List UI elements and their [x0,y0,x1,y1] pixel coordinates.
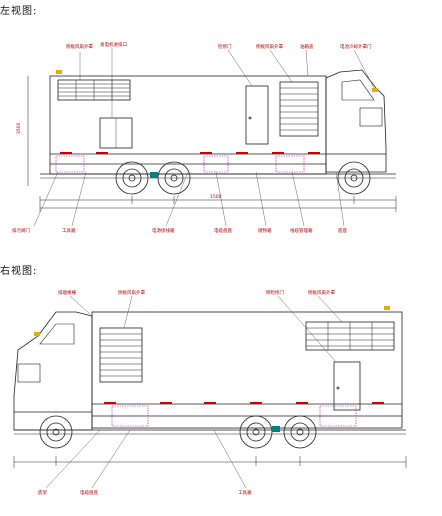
callout-l0: 侧板风扇外罩 [66,43,93,50]
callout-l5: 电池冷却外罩门 [340,43,372,50]
callout-l8: 电源接线箱 [152,227,175,234]
callout-l10: 储物箱 [258,227,272,234]
callout-l2: 检修门 [218,43,232,50]
callout-l3: 侧板风扇外罩 [256,43,283,50]
callout-l6: 排污阀门 [12,227,30,234]
callout-l1: 发电机进排口 [100,41,127,48]
teal-valve-right [272,426,280,432]
amber-light-cab-right [34,332,40,336]
dim-length: 1500 [210,194,222,200]
callout-r6: 工具箱 [238,489,252,496]
louver-panel-front [99,327,143,383]
front-wheel [337,161,371,195]
right-view-drawing: 排烟格栅 侧板风扇外罩 侧检修门 侧板风扇外罩 底架 电缆盘座 工具箱 [13,289,407,496]
amber-light-left [56,70,62,74]
callout-l12: 底座 [338,227,347,234]
rear-wheel-b [283,415,317,449]
callout-r1: 侧板风扇外罩 [118,289,145,296]
compartment-r2 [319,405,357,427]
left-view-title: 左视图: [0,6,38,17]
amber-light-cab [372,88,378,92]
cargo-body-right [91,311,403,429]
amber-light-rear [384,306,390,310]
right-view-title: 右视图: [0,266,38,277]
callout-l4: 油箱盖 [300,43,314,50]
compartment-3 [275,155,305,173]
callout-r2: 侧检修门 [266,289,284,296]
callout-r0: 排烟格栅 [58,289,76,296]
callout-l9: 电缆盘座 [214,227,232,234]
dim-height: 3500 [16,122,22,134]
compartment-1 [55,155,85,173]
rear-wheel-a [239,415,273,449]
truck-cab [325,69,387,173]
service-door [245,85,269,145]
front-wheel-right [39,415,73,449]
callout-r3: 侧板风扇外罩 [308,289,335,296]
side-service-door [333,361,361,411]
callout-l7: 工具箱 [62,227,76,234]
callout-l11: 线缆管理箱 [290,227,313,234]
left-view-drawing: 侧板风扇外罩 发电机进排口 检修门 侧板风扇外罩 油箱盖 电池冷却外罩门 排污阀… [12,41,397,234]
cargo-body [49,75,327,175]
callout-r5: 电缆盘座 [80,489,98,496]
rear-wheel-1 [115,161,149,195]
louver-panel-right [279,81,319,137]
teal-valve [150,172,158,178]
callout-r4: 底架 [38,489,47,496]
compartment-r1 [111,405,149,427]
